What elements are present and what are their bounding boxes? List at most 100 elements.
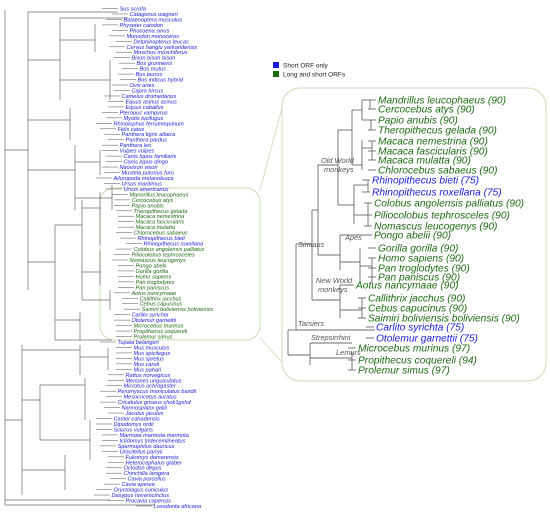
species-label-saimiri-boliviensis-boliviensis: Saimiri boliviensis boliviensis	[142, 307, 214, 313]
species-label-bos-mutus: Bos mutus	[140, 67, 167, 73]
species-label-pan-paniscus: Pan paniscus	[136, 285, 170, 291]
species-label-canis-lupus-familiaris: Canis lupus familiaris	[124, 154, 177, 160]
species-label-papio-anubis: Papio anubis	[132, 203, 165, 209]
zoom-species-label-macaca-fascicularis: Macaca fascicularis (90)	[378, 147, 488, 158]
zoom-tree-branches	[287, 99, 375, 370]
zoom-species-label-theropithecus-gelada: Theropithecus gelada (90)	[378, 126, 497, 137]
species-label-cebus-capucinus: Cebus capucinus	[140, 302, 183, 308]
zoom-species-label-chlorocebus-sabaeus: Chlorocebus sabaeus (90)	[378, 166, 498, 177]
zoom-species-label-cercocebus-atys: Cercocebus atys (90)	[378, 105, 475, 116]
zoom-species-label-microcebus-murinus: Microcebus murinus (97)	[358, 344, 470, 355]
species-label-meriones-unguiculatus: Meriones unguiculatus	[126, 378, 182, 384]
species-label-panthera-leo: Panthera leo	[120, 143, 152, 149]
species-label-cavia-porcellus: Cavia porcellus	[128, 477, 166, 483]
clade-label-new-world-1: New World	[316, 276, 353, 285]
species-label-cercocebus-atys: Cercocebus atys	[132, 198, 174, 204]
zoom-species-label-macaca-mulatta: Macaca mulatta (90)	[378, 156, 471, 167]
species-label-aotus-nancymaae: Aotus nancymaae	[131, 291, 177, 297]
species-label-spermophilus-dauricus: Spermophilus dauricus	[118, 444, 175, 450]
species-label-bos-indicus-hybrid: Bos indicus hybrid	[138, 78, 184, 84]
zoom-species-label-papio-anubis: Papio anubis (90)	[378, 116, 458, 127]
species-label-vulpes-vulpes: Vulpes vulpes	[120, 149, 155, 155]
species-label-marmota-marmota-marmota: Marmota marmota marmota	[120, 433, 189, 439]
zoom-species-label-macaca-nemestrina: Macaca nemestrina (90)	[378, 137, 488, 148]
species-label-balaenoptera-musculus: Balaenoptera musculus	[124, 17, 183, 23]
zoom-species-label-carlito-syrichta: Carlito syrichta (75)	[376, 323, 464, 334]
species-label-cervus-hanglu-yarkandensis: Cervus hanglu yarkandensis	[127, 45, 198, 51]
species-label-ictidomys-tridecemlineatus: Ictidomys tridecemlineatus	[120, 438, 186, 444]
species-label-bos-taurus: Bos taurus	[136, 72, 163, 78]
species-label-catagonus-wagneri: Catagonus wagneri	[130, 12, 179, 18]
clade-label-apes: Apes	[344, 233, 362, 242]
zoom-species-label-homo-sapiens: Homo sapiens (90)	[378, 254, 464, 265]
species-label-gorilla-gorilla: Gorilla gorilla	[136, 269, 169, 275]
species-label-rattus-norvegicus: Rattus norvegicus	[126, 373, 171, 379]
legend-label-short: Short ORF only	[283, 63, 329, 70]
zoom-species-label-saimiri-boliviensis-boliviensis: Saimiri boliviensis boliviensis (90)	[368, 314, 520, 325]
species-label-panthera-pardus: Panthera pardus	[126, 138, 168, 144]
zoom-species-label-otolemur-garnettii: Otolemur garnettii (75)	[376, 334, 478, 345]
species-label-moschus-moschiferus: Moschus moschiferus	[134, 50, 188, 56]
species-label-microcebus-murinus: Microcebus murinus	[134, 324, 184, 330]
species-label-physeter-catodon: Physeter catodon	[120, 23, 164, 29]
species-label-propithecus-coquereli: Propithecus coquereli	[134, 329, 189, 335]
clade-labels: Old World monkeys Apes Simians New World…	[298, 156, 362, 357]
zoom-species-label-piliocolobus-tephrosceles: Piliocolobus tephrosceles (90)	[374, 211, 510, 222]
species-label-jaculus-jaculus: Jaculus jaculus	[125, 411, 164, 417]
zoom-species-label-pan-paniscus: Pan paniscus (90)	[378, 273, 460, 284]
species-label-monodon-monoceros: Monodon monoceros	[127, 34, 180, 40]
species-label-fukomys-damarensis: Fukomys damarensis	[126, 455, 179, 461]
species-label-neovison-vison: Neovison vison	[120, 165, 158, 171]
zoom-species-label-nomascus-leucogenys: Nomascus leucogenys (90)	[374, 222, 497, 233]
species-label-pongo-abelii: Pongo abelii	[136, 263, 168, 269]
species-label-rhinopithecus-bieti: Rhinopithecus bieti	[138, 236, 186, 242]
zoom-species-label-propithecus-coquereli: Propithecus coquereli (94)	[358, 356, 477, 367]
species-label-mus-spretus: Mus spretus	[134, 356, 165, 362]
species-label-loxodonta-africana: Loxodonta africana	[154, 504, 202, 510]
clade-label-old-world-1: Old World	[321, 156, 355, 165]
zoom-species-label-rhinopithecus-roxellana: Rhinopithecus roxellana (75)	[372, 188, 502, 199]
species-label-bison-bison-bison: Bison bison bison	[132, 56, 176, 62]
species-label-ursus-americanus: Ursus americanus	[124, 187, 169, 193]
species-label-pan-troglodytes: Pan troglodytes	[136, 280, 175, 286]
species-label-bos-grunniens: Bos grunniens	[137, 61, 173, 67]
species-label-carlito-syrichta: Carlito syrichta	[132, 313, 169, 319]
species-label-sus-scrofa: Sus scrofa	[120, 7, 146, 13]
species-label-octodon-degus: Octodon degus	[124, 466, 162, 472]
zoom-connector-bottom	[259, 337, 283, 363]
species-label-heterocephalus-glaber: Heterocephalus glaber	[126, 460, 183, 466]
zoom-species-label-aotus-nancymaae: Aotus nancymaae (90)	[355, 281, 459, 292]
species-label-ursus-maritimus: Ursus maritimus	[122, 181, 163, 187]
species-label-chinchilla-lanigera: Chinchilla lanigera	[124, 471, 170, 477]
zoom-connector-top	[259, 107, 283, 191]
zoom-tree-leaves: Mandrillus leucophaeus (90)Cercocebus at…	[346, 96, 524, 377]
species-label-myotis-lucifugus: Myotis lucifugus	[124, 116, 164, 122]
legend-swatch-short	[273, 62, 279, 68]
zoom-species-label-cebus-capucinus: Cebus capucinus (90)	[368, 304, 467, 315]
species-label-dasypus-novemcinctus: Dasypus novemcinctus	[112, 493, 170, 499]
species-label-theropithecus-gelada: Theropithecus gelada	[134, 209, 188, 215]
species-label-dipodomys-ordii: Dipodomys ordii	[114, 422, 155, 428]
species-label-macaca-nemestrina: Macaca nemestrina	[136, 214, 185, 220]
species-label-mus-pahari: Mus pahari	[134, 367, 162, 373]
legend-swatch-long	[273, 71, 279, 77]
zoom-species-label-pongo-abelii: Pongo abelii (90)	[374, 231, 451, 242]
zoom-species-label-mandrillus-leucophaeus: Mandrillus leucophaeus (90)	[378, 96, 506, 107]
species-label-nannospalax-galili: Nannospalax galili	[122, 406, 168, 412]
species-label-sciurus-vulgaris: Sciurus vulgaris	[114, 427, 154, 433]
species-label-canis-lupus-dingo: Canis lupus dingo	[124, 160, 168, 166]
species-label-castor-canadensis: Castor canadensis	[114, 417, 161, 423]
legend: Short ORF only Long and short ORFs	[273, 62, 346, 79]
species-label-prolemur-simus: Prolemur simus	[134, 335, 173, 341]
zoom-panel-box	[281, 87, 547, 382]
species-label-microtus-ochrogaster: Microtus ochrogaster	[124, 384, 177, 390]
species-label-ailuropoda-melanoleuca: Ailuropoda melanoleuca	[113, 176, 174, 182]
zoom-species-label-prolemur-simus: Prolemur simus (97)	[358, 366, 450, 377]
species-label-felis-catus: Felis catus	[118, 127, 145, 133]
clade-label-simians: Simians	[298, 240, 325, 249]
species-label-piliocolobus-tephrosceles: Piliocolobus tephrosceles	[132, 253, 195, 259]
species-label-colobus-angolensis-palliatus: Colobus angolensis palliatus	[134, 247, 205, 253]
legend-label-long: Long and short ORFs	[283, 72, 346, 79]
